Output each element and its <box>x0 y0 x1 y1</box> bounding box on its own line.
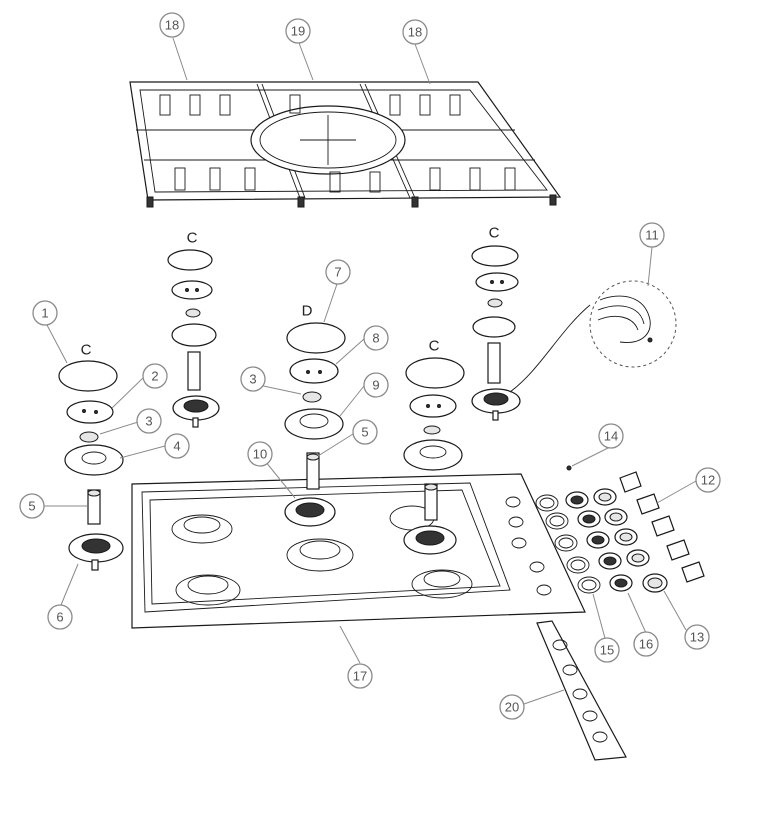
svg-text:6: 6 <box>56 610 63 625</box>
svg-text:13: 13 <box>690 630 704 645</box>
callout-13: 13 <box>684 624 710 650</box>
callout-8: 8 <box>363 325 389 351</box>
callout-19: 19 <box>285 18 311 44</box>
callout-11: 11 <box>639 222 665 248</box>
letter-c-mid-right-burner: C <box>429 338 440 355</box>
callout-1: 1 <box>32 300 58 326</box>
left-burner-stack <box>58 360 124 571</box>
callout-18-right: 18 <box>402 19 428 45</box>
callout-3-center: 3 <box>240 366 266 392</box>
center-burner-stack <box>284 322 346 527</box>
svg-text:3: 3 <box>249 372 256 387</box>
knob-components <box>535 465 705 594</box>
mid-right-burner-stack <box>403 357 465 555</box>
callout-bubbles: 18 19 18 11 7 1 8 2 3 9 3 4 5 10 14 5 12… <box>19 12 721 720</box>
letter-d-center-burner: D <box>302 303 313 320</box>
callout-20: 20 <box>499 694 525 720</box>
letter-c-right-burner: C <box>489 225 500 242</box>
svg-text:16: 16 <box>639 637 653 652</box>
callout-12: 12 <box>695 467 721 493</box>
callout-5-left: 5 <box>19 493 45 519</box>
callout-2: 2 <box>142 363 168 389</box>
callout-10: 10 <box>247 441 273 467</box>
cooktop-tray <box>131 473 586 629</box>
callout-17: 17 <box>347 663 373 689</box>
callout-5-center: 5 <box>352 419 378 445</box>
grate-assembly <box>129 81 562 208</box>
callout-14: 14 <box>598 423 624 449</box>
top-left-burner-stack <box>167 249 220 428</box>
svg-text:10: 10 <box>253 447 267 462</box>
knob-bracket <box>536 620 627 761</box>
svg-text:17: 17 <box>353 669 367 684</box>
svg-text:5: 5 <box>28 499 35 514</box>
callout-6: 6 <box>47 604 73 630</box>
svg-text:11: 11 <box>645 228 659 243</box>
svg-text:18: 18 <box>408 25 422 40</box>
callout-15: 15 <box>594 637 620 663</box>
callout-16: 16 <box>633 631 659 657</box>
callout-3-left: 3 <box>136 408 162 434</box>
svg-text:5: 5 <box>361 425 368 440</box>
svg-text:4: 4 <box>173 439 180 454</box>
svg-text:3: 3 <box>145 414 152 429</box>
svg-text:19: 19 <box>291 24 305 39</box>
svg-text:14: 14 <box>604 429 618 444</box>
detail-view-11 <box>589 280 677 368</box>
svg-text:8: 8 <box>372 331 379 346</box>
svg-text:15: 15 <box>600 643 614 658</box>
svg-text:9: 9 <box>372 378 379 393</box>
component-letter-labels: C C D C C <box>81 225 500 359</box>
callout-4: 4 <box>164 433 190 459</box>
callout-7: 7 <box>325 259 351 285</box>
letter-c-left-burner: C <box>81 342 92 359</box>
callout-18-left: 18 <box>159 12 185 38</box>
svg-text:20: 20 <box>505 700 519 715</box>
letter-c-top-left-burner: C <box>187 230 198 247</box>
right-burner-stack <box>471 245 591 421</box>
callout-9: 9 <box>363 372 389 398</box>
svg-text:7: 7 <box>334 265 341 280</box>
svg-text:12: 12 <box>701 473 715 488</box>
svg-text:18: 18 <box>165 18 179 33</box>
svg-text:1: 1 <box>41 306 48 321</box>
svg-text:2: 2 <box>151 369 158 384</box>
